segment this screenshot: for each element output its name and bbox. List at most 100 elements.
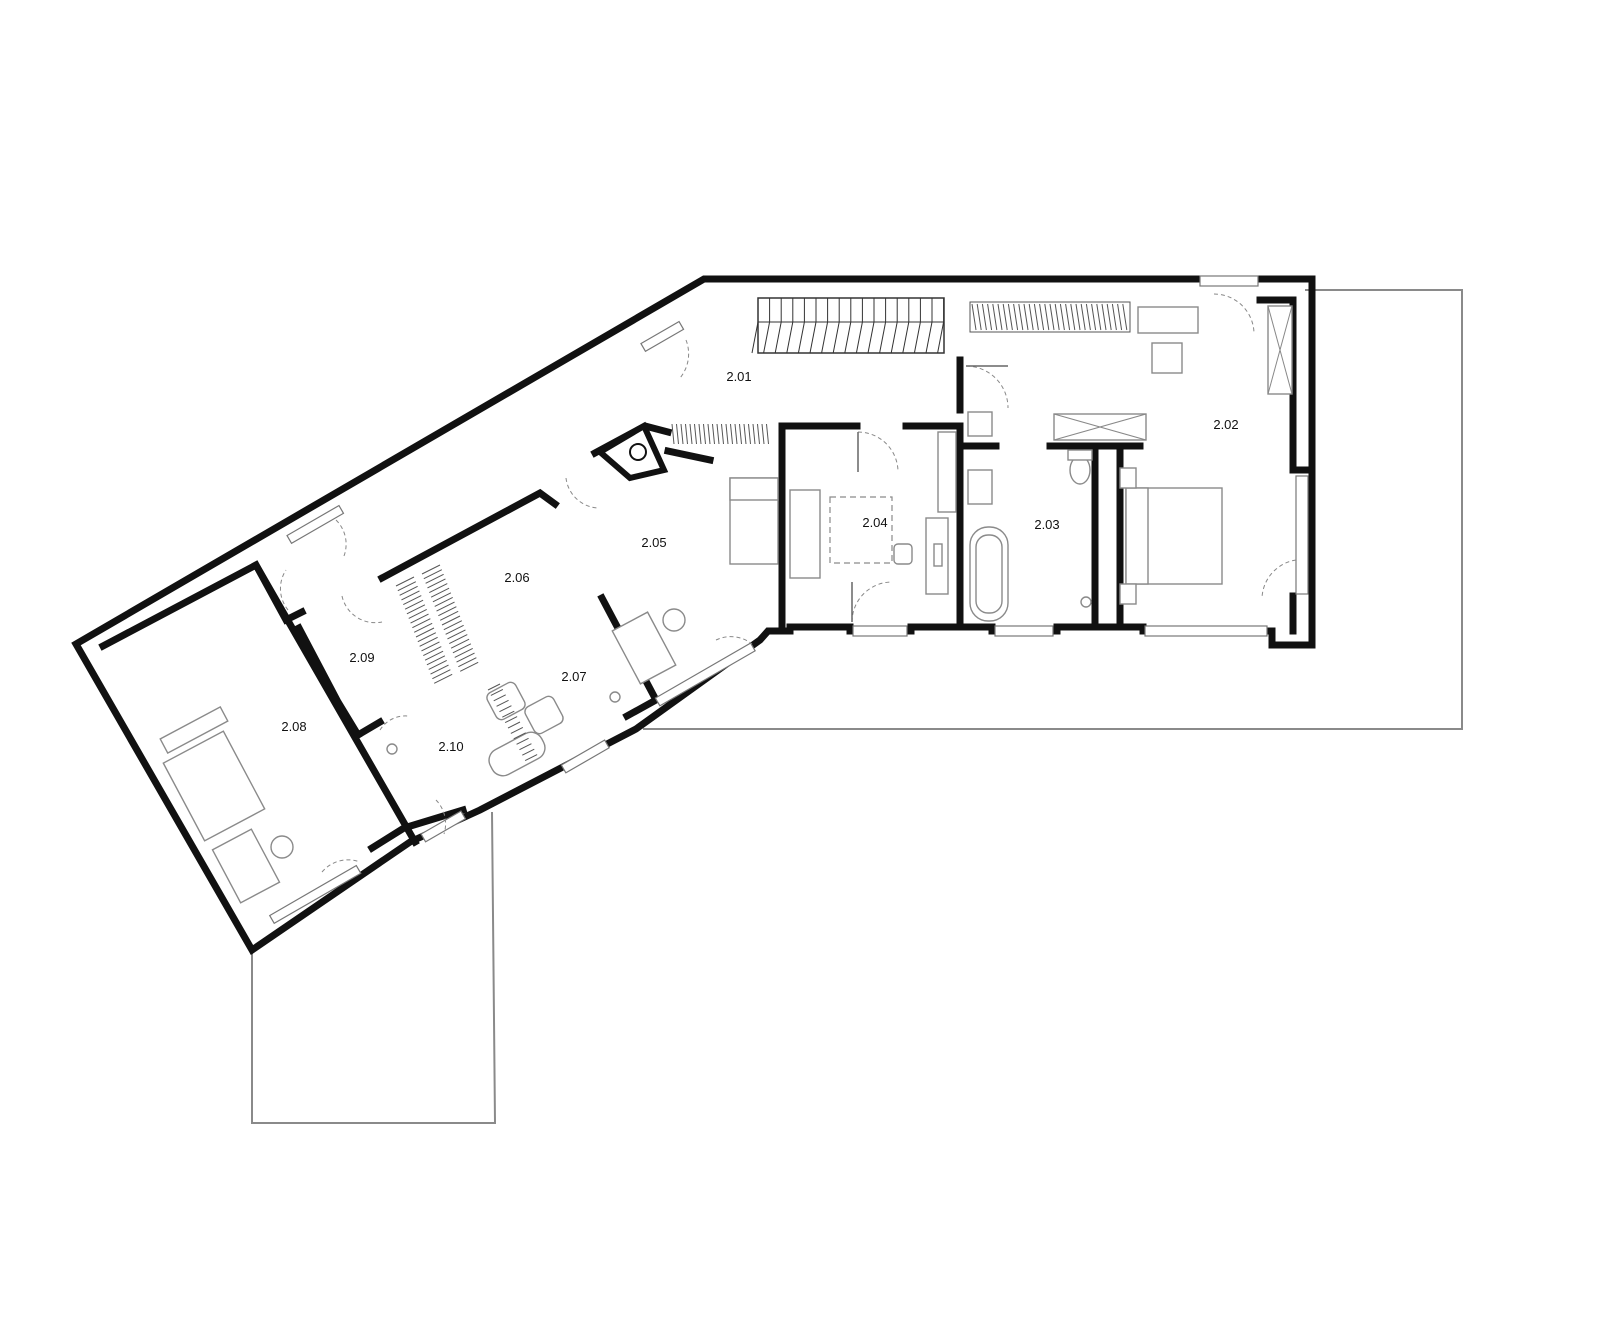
shower-screen-line xyxy=(507,721,521,729)
room-label-2-05: 2.05 xyxy=(641,535,666,550)
stair-tread xyxy=(879,321,887,354)
storage-hatch-line xyxy=(1080,303,1086,331)
chimney-body xyxy=(594,421,669,482)
desk xyxy=(611,611,677,685)
corridor-hatch-line xyxy=(707,423,711,445)
storage-hatch-line xyxy=(976,303,982,331)
storage-hatch-line xyxy=(1054,303,1060,331)
bath-shower-box xyxy=(967,411,993,437)
closet-hanger-line xyxy=(459,661,479,672)
closet-hanger-line xyxy=(403,595,422,605)
closet-hanger-line xyxy=(423,646,442,656)
wardrobe-diagonal xyxy=(1267,305,1293,395)
closet-hanger-line xyxy=(450,638,470,649)
storage-hatch-line xyxy=(1111,303,1117,331)
shower-screen-line xyxy=(513,732,526,740)
furniture-2-05 xyxy=(611,477,779,685)
door-swing xyxy=(341,595,383,624)
window xyxy=(1199,275,1259,287)
closet-hanger-line xyxy=(449,634,468,644)
storage-hatch-line xyxy=(1007,303,1013,331)
shower-screen-line xyxy=(516,737,529,745)
closet-hanger-line xyxy=(413,622,433,633)
bed-headboard xyxy=(159,706,229,754)
closet-hanger-line xyxy=(415,627,435,638)
closet-hanger-line xyxy=(410,613,429,624)
storage-hatch-line xyxy=(1106,303,1112,331)
shower-screen-line xyxy=(502,710,515,718)
exterior-walls xyxy=(71,275,1316,956)
storage-hatch-line xyxy=(1013,303,1019,331)
stair-storage xyxy=(969,301,1131,333)
interior-wall xyxy=(294,623,363,740)
double-washbasin xyxy=(486,681,526,721)
furniture-2-04 xyxy=(789,431,957,595)
room-label-2-09: 2.09 xyxy=(349,650,374,665)
stair-tread xyxy=(844,321,852,354)
stair-tread xyxy=(809,321,817,354)
room-labels: 2.01 2.02 2.03 2.04 2.05 2.06 2.07 2.08 … xyxy=(281,369,1238,754)
room-label-2-03: 2.03 xyxy=(1034,517,1059,532)
interior-walls xyxy=(98,296,1309,853)
door-swing xyxy=(1261,559,1297,599)
toilet-tank xyxy=(1067,449,1093,461)
window xyxy=(560,739,610,774)
interior-wall xyxy=(377,488,560,583)
room-label-2-02: 2.02 xyxy=(1213,417,1238,432)
bathtub xyxy=(488,731,546,777)
closet-hanger-line xyxy=(430,587,450,598)
storage-hatch-line xyxy=(1002,303,1008,331)
chimney-flue xyxy=(629,443,647,461)
closet-hanger-line xyxy=(441,615,461,626)
storage-hatch-line xyxy=(1044,303,1050,331)
closet-hanger-line xyxy=(404,599,424,610)
door-swing xyxy=(435,799,447,835)
closet-hanger-line xyxy=(421,564,441,575)
storage-hatch-line xyxy=(1028,303,1034,331)
room-label-2-06: 2.06 xyxy=(504,570,529,585)
corridor-hatch-line xyxy=(698,423,702,445)
shower-screen-line xyxy=(493,694,506,702)
stair-tread xyxy=(913,321,921,354)
stair-tread xyxy=(902,321,910,354)
staircase xyxy=(751,297,1131,354)
storage-hatch-line xyxy=(1122,303,1128,331)
shower-screen-line xyxy=(490,688,504,696)
stair-tread xyxy=(890,321,898,354)
storage-hatch-line xyxy=(1085,303,1091,331)
storage-hatch-line xyxy=(1065,303,1071,331)
corridor-hatch-line xyxy=(689,423,693,445)
corridor-hatch-line xyxy=(694,423,697,445)
corridor-hatch-line xyxy=(716,423,720,445)
closet-hanger-line xyxy=(443,620,463,631)
corridor-hatch-line xyxy=(671,423,675,445)
storage-hatch-line xyxy=(997,303,1003,331)
closet-hanger-line xyxy=(412,618,431,629)
closet-hatch xyxy=(395,564,479,684)
door-swing xyxy=(857,431,899,473)
door-swing xyxy=(715,636,753,645)
shower-screen-line xyxy=(487,683,501,691)
closet-hanger-line xyxy=(426,655,446,666)
storage-hatch-line xyxy=(971,303,977,331)
storage-hatch-line xyxy=(1101,303,1107,331)
door-swing xyxy=(565,477,599,509)
closet-hanger-line xyxy=(439,610,459,621)
closet-hanger-line xyxy=(432,669,451,680)
stair-tread xyxy=(763,321,771,354)
stair-treads xyxy=(751,298,945,354)
sofa xyxy=(789,489,821,579)
bed-pillows xyxy=(1125,487,1149,585)
terrace-right xyxy=(643,289,1463,730)
shower-screen-line xyxy=(519,743,532,751)
corridor-hatch xyxy=(671,423,769,445)
shower-screen-line xyxy=(504,716,518,724)
door-swing xyxy=(379,715,409,731)
shower-drain xyxy=(386,743,398,755)
storage-hatch-line xyxy=(1039,303,1045,331)
chair xyxy=(662,608,686,632)
closet-hanger-line xyxy=(421,641,440,652)
windows xyxy=(268,275,1309,925)
corridor-hatch-line xyxy=(734,423,738,445)
chair xyxy=(270,835,294,859)
